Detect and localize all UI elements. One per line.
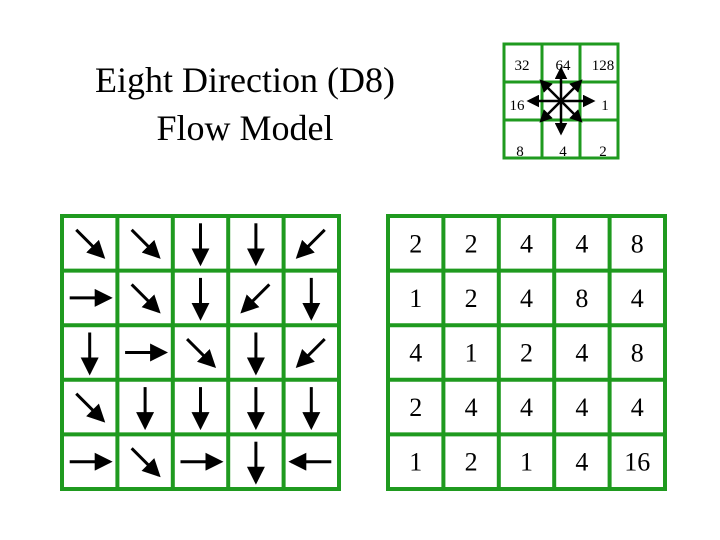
flow-code-cell: 16	[624, 448, 650, 477]
flow-arrow	[130, 283, 161, 314]
legend-label: 2	[599, 144, 607, 160]
legend-label: 8	[516, 144, 524, 160]
flow-code-cell: 2	[465, 229, 478, 258]
title: Eight Direction (D8) Flow Model	[60, 56, 430, 152]
legend-arrow-128	[560, 79, 583, 102]
arrow-grid-border	[60, 214, 341, 491]
flow-code-cell: 4	[520, 229, 533, 258]
flow-code-cell: 4	[520, 284, 533, 313]
legend-border	[502, 42, 620, 160]
flow-arrow	[130, 228, 161, 259]
flow-code-cell: 2	[465, 448, 478, 477]
title-line-2: Flow Model	[156, 108, 334, 148]
flow-arrow	[186, 338, 217, 369]
flow-arrow	[295, 228, 326, 259]
flow-arrow	[130, 447, 161, 478]
legend-arrow-8	[539, 100, 562, 123]
flow-code-cell: 8	[631, 229, 644, 258]
flow-code-cell: 4	[575, 229, 588, 258]
legend-label: 16	[510, 98, 526, 114]
legend-label: 64	[556, 58, 572, 74]
flow-code-cell: 1	[409, 284, 422, 313]
flow-code-cell: 4	[575, 393, 588, 422]
legend-grid: 32 64 128 16 1 8 4 2	[502, 42, 620, 160]
flow-code-cell: 4	[409, 339, 422, 368]
flow-code-cell: 4	[631, 393, 644, 422]
flow-arrow	[75, 392, 106, 423]
flow-code-cell: 4	[520, 393, 533, 422]
flow-code-cell: 1	[520, 448, 533, 477]
flow-arrow	[75, 228, 106, 259]
legend-label: 1	[601, 98, 609, 114]
flow-code-cell: 8	[631, 339, 644, 368]
title-line-1: Eight Direction (D8)	[95, 60, 395, 100]
flow-code-cell: 4	[575, 339, 588, 368]
flow-code-cell: 2	[409, 393, 422, 422]
arrow-grid	[60, 214, 341, 491]
flow-arrow	[295, 338, 326, 369]
legend-arrow-32	[539, 79, 562, 102]
flow-code-cell: 2	[465, 284, 478, 313]
legend-arrow-2	[560, 100, 583, 123]
number-grid-border	[386, 214, 667, 491]
flow-code-cell: 8	[575, 284, 588, 313]
flow-code-cell: 2	[409, 229, 422, 258]
flow-code-cell: 4	[575, 448, 588, 477]
flow-code-cell: 1	[465, 339, 478, 368]
flow-arrow	[240, 283, 271, 314]
legend-label: 4	[559, 144, 567, 160]
flow-code-cell: 4	[465, 393, 478, 422]
flow-code-cell: 2	[520, 339, 533, 368]
legend-label: 128	[592, 58, 615, 74]
flow-code-cell: 4	[631, 284, 644, 313]
legend-label: 32	[515, 58, 530, 74]
flow-code-cell: 1	[409, 448, 422, 477]
